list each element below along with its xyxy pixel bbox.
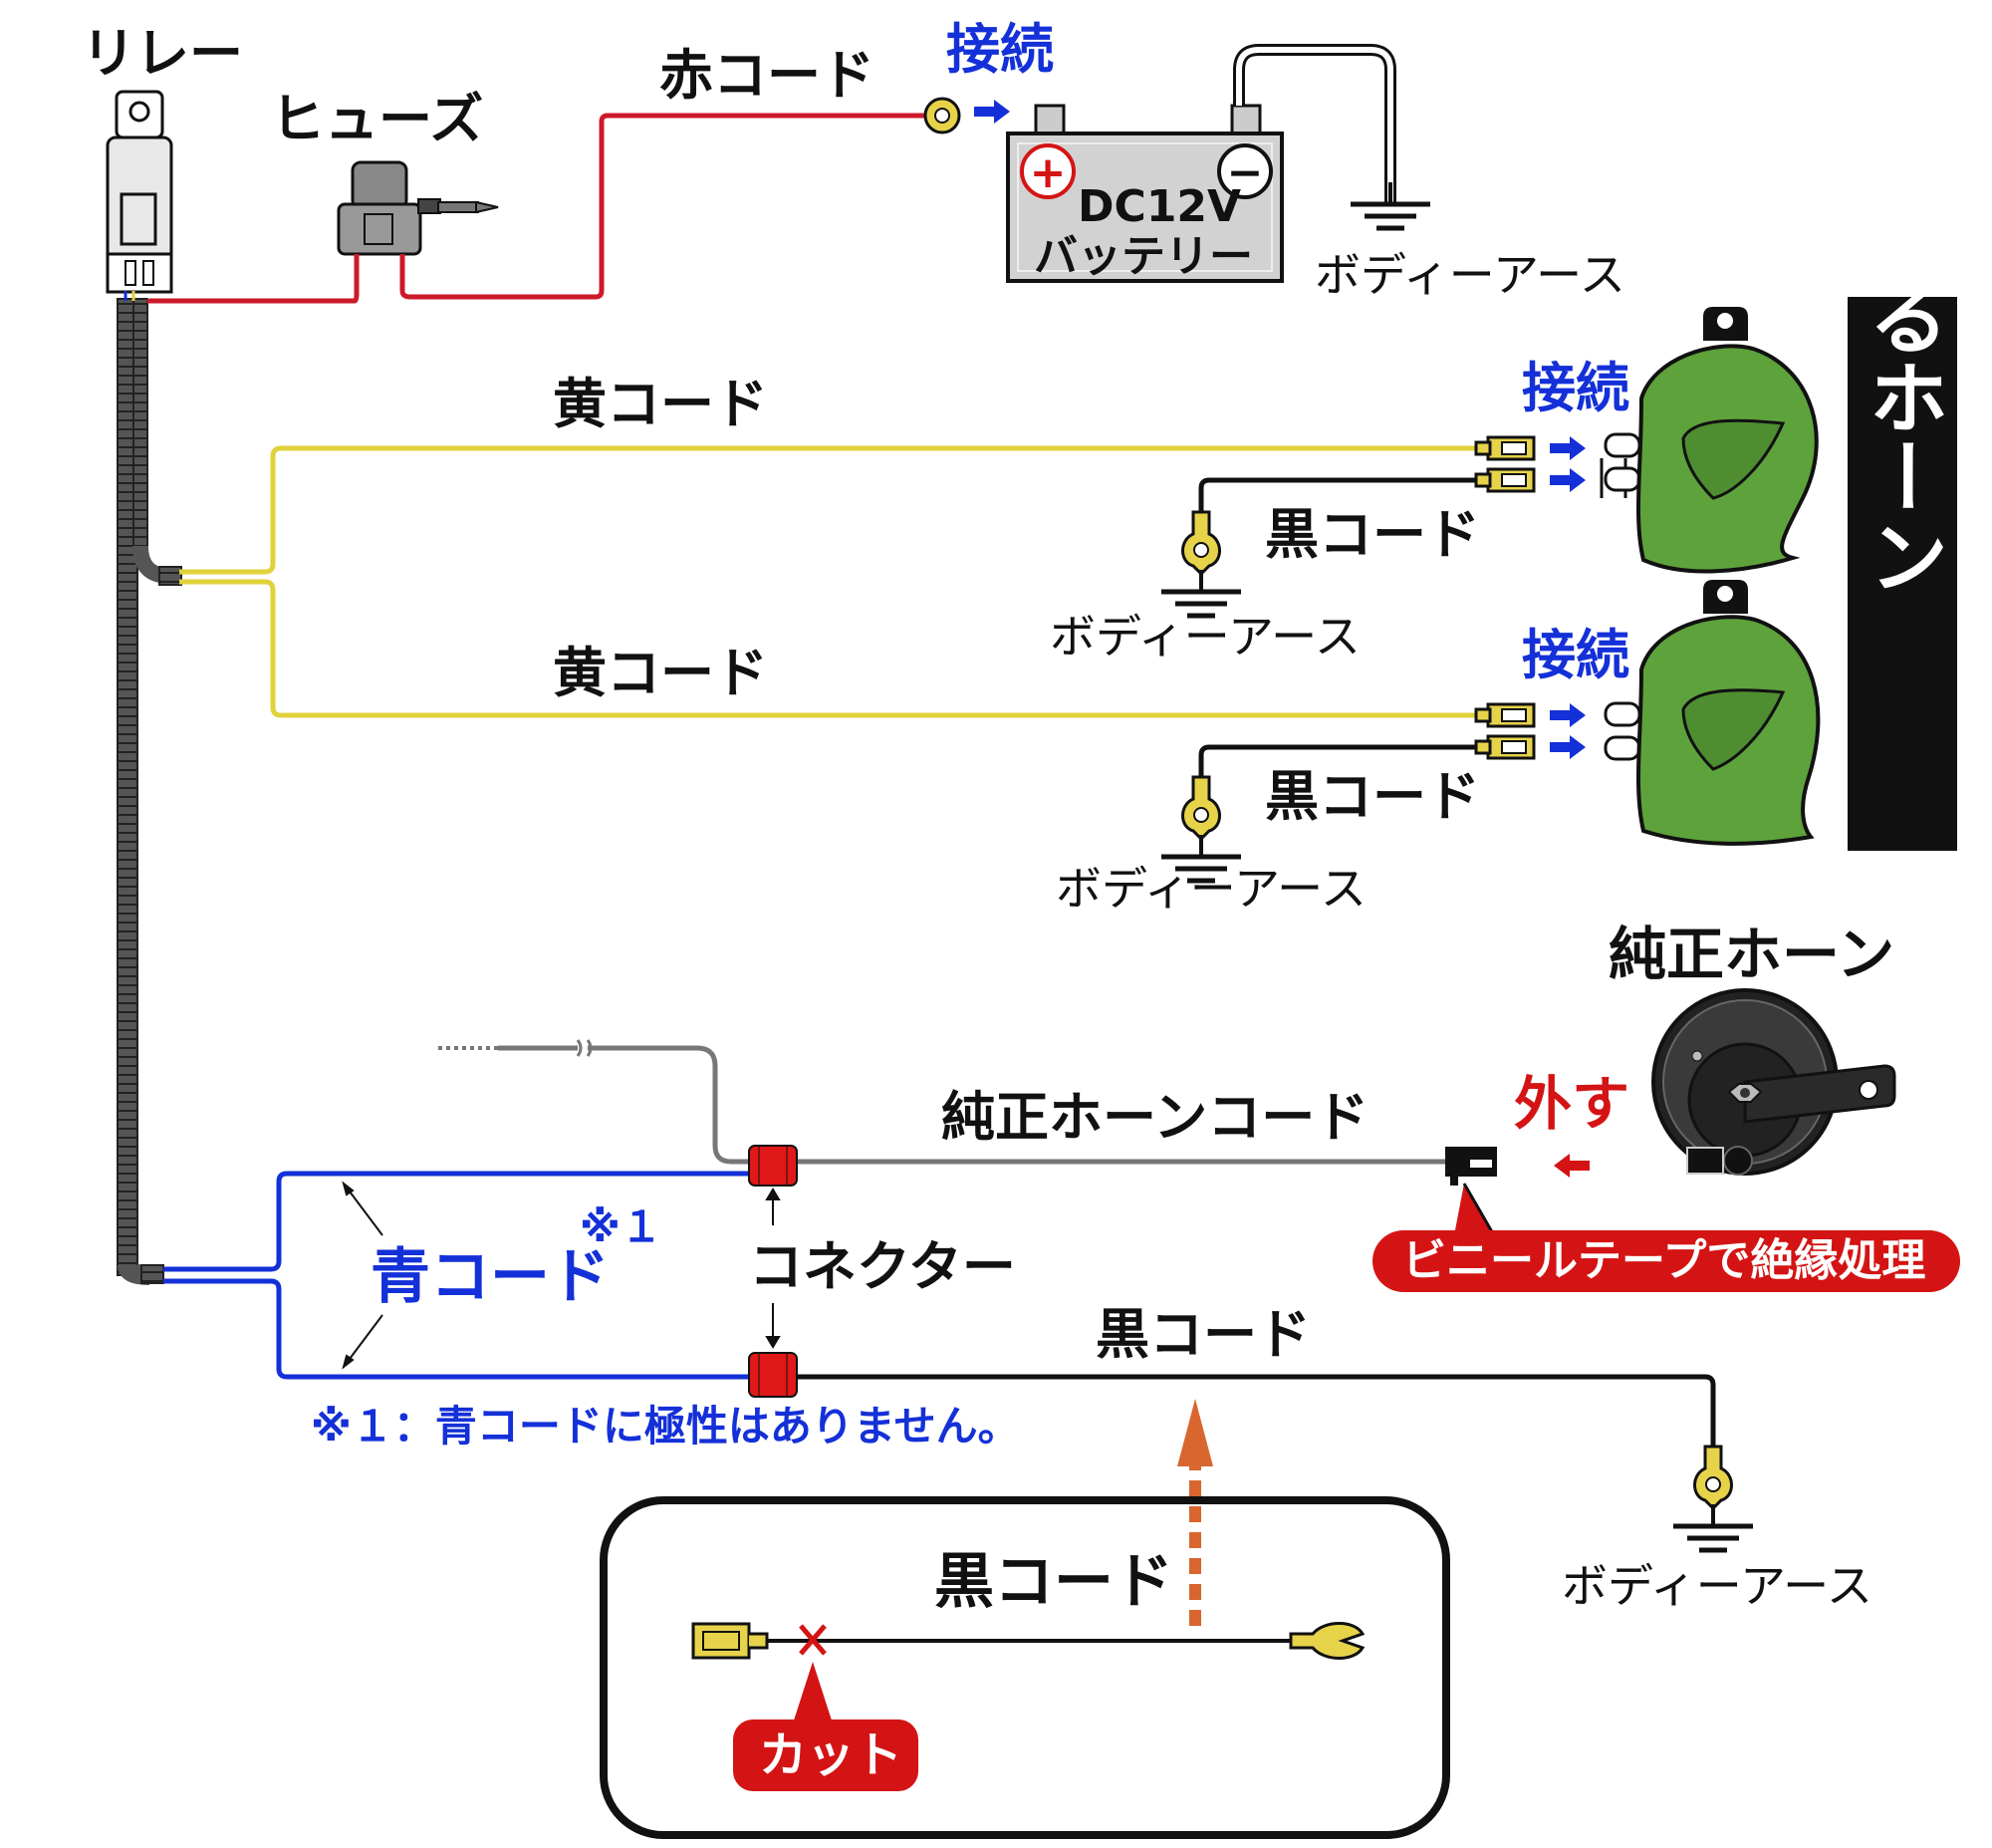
fuse-label: ヒューズ [271,88,483,150]
cut-mark-icon [799,1624,827,1656]
battery-ground-wire [1233,44,1396,204]
note-mark: ※１ [580,1202,662,1251]
oem-horn [1651,988,1896,1176]
oem-cord-terminal [1445,1147,1497,1186]
red-cord-label: 赤コード [659,44,874,107]
wire-harness [117,291,182,1285]
relay [106,90,173,294]
red-ring-terminal [923,97,961,134]
new-horn-1 [1161,307,1819,616]
new-horn-title: 新設するホーン [1857,38,1949,596]
battery-minus-icon [1217,143,1273,199]
yellow-wires [179,445,1486,718]
connect-label-horn-1: 接続 [1522,357,1629,419]
connect-arrow-icon [1550,703,1586,727]
blue-cord-pointer [342,1181,383,1370]
ground-icon-battery [1351,182,1430,228]
blue-cord-label: 青コード [371,1242,610,1312]
connector-upper [748,1145,798,1187]
black-cord-label-1: 黒コード [1265,503,1480,566]
fuse [337,160,499,256]
battery: + − DC12V バッテリー [1006,104,1284,283]
battery-plus-sign: + [1030,147,1067,198]
yellow-cord-label-1: 黄コード [553,373,768,435]
battery-minus-sign: − [1227,147,1264,198]
ground-icon-oem [1673,1504,1753,1550]
oem-horn-cord-label: 純正ホーンコード [941,1086,1369,1149]
connector-lower [748,1352,798,1398]
body-earth-label-horn-2: ボディーアース [1056,862,1367,916]
connect-arrow-icon [974,100,1010,124]
relay-label: リレー [82,22,243,85]
black-wire-earth [797,1374,1716,1464]
connect-arrow-icon [1550,468,1586,492]
blue-cord-note: ※１：青コードに極性はありません。 [311,1402,1020,1451]
connect-label-horn-2: 接続 [1522,624,1629,686]
vinyl-tape-callout: ビニールテープで絶縁処理 [1372,1183,1960,1292]
inset-black-cord [691,1622,1366,1660]
connect-arrow-icon [1550,735,1586,759]
body-earth-label-battery: ボディーアース [1315,248,1625,302]
inset-black-cord-label: 黒コード [934,1547,1173,1617]
body-earth-label-oem: ボディーアース [1562,1559,1872,1613]
battery-name: バッテリー [1034,231,1253,282]
remove-arrow-icon [1554,1154,1590,1178]
connect-arrow-icon [1550,436,1586,460]
yellow-cord-label-2: 黄コード [553,642,768,704]
body-earth-label-horn-1: ボディーアース [1050,610,1361,663]
new-horn-2 [1161,580,1821,881]
cut-callout: カット [733,1662,918,1791]
connect-label-battery: 接続 [946,18,1054,81]
black-cord-label-2: 黒コード [1265,765,1480,828]
oem-horn-cord [438,1045,1454,1165]
cut-label: カット [759,1727,902,1783]
connector-label: コネクター [749,1235,1016,1298]
cut-arrow-up [1177,1399,1213,1626]
remove-label: 外す [1514,1070,1629,1138]
battery-voltage: DC12V [1078,181,1241,232]
break-mark-icon [576,1039,593,1057]
red-wire [146,113,931,304]
vinyl-tape-label: ビニールテープで絶縁処理 [1402,1235,1925,1286]
oem-horn-title: 純正ホーン [1609,921,1894,988]
connector-pointer [765,1188,781,1349]
black-cord-label-3: 黒コード [1096,1303,1311,1366]
new-horn-title-box: 新設するホーン [1848,38,1957,851]
battery-plus-icon [1020,143,1076,199]
blue-wires [163,1171,757,1380]
